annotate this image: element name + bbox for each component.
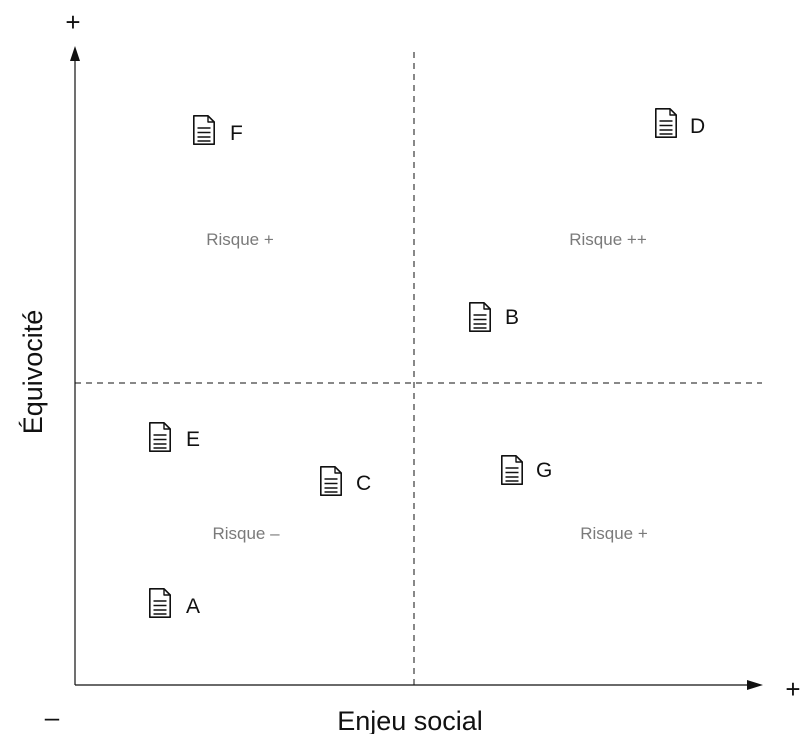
document-label: F xyxy=(230,122,243,145)
y-axis-label: Équivocité xyxy=(18,310,48,435)
y-axis-plus-sign: + xyxy=(65,7,80,37)
document-icon xyxy=(149,421,171,453)
quadrant-label-top-left: Risque + xyxy=(206,230,274,249)
x-axis-plus-sign: + xyxy=(785,674,800,704)
document-label: E xyxy=(186,428,200,451)
document-A: A xyxy=(149,587,200,619)
document-icon xyxy=(193,115,215,145)
document-label: B xyxy=(505,306,519,329)
x-axis-arrow xyxy=(747,680,763,690)
quadrant-label-bottom-right: Risque + xyxy=(580,524,648,543)
x-axis-label: Enjeu social xyxy=(337,706,483,734)
y-axis-arrow xyxy=(70,46,80,61)
document-D: D xyxy=(654,108,705,138)
document-icon xyxy=(149,587,171,619)
document-icon xyxy=(468,301,492,333)
document-B: B xyxy=(468,301,519,333)
origin-minus-sign: – xyxy=(45,702,60,732)
document-label: A xyxy=(186,595,200,618)
document-icon xyxy=(500,454,524,486)
document-G: G xyxy=(500,454,552,486)
document-E: E xyxy=(149,421,200,453)
document-F: F xyxy=(193,115,243,145)
document-icon xyxy=(654,108,678,138)
document-label: D xyxy=(690,115,705,138)
document-icon xyxy=(319,465,343,497)
quadrant-label-top-right: Risque ++ xyxy=(569,230,647,249)
document-label: G xyxy=(536,459,552,482)
quadrant-label-bottom-left: Risque – xyxy=(212,524,280,543)
document-C: C xyxy=(319,465,371,497)
document-label: C xyxy=(356,472,371,495)
